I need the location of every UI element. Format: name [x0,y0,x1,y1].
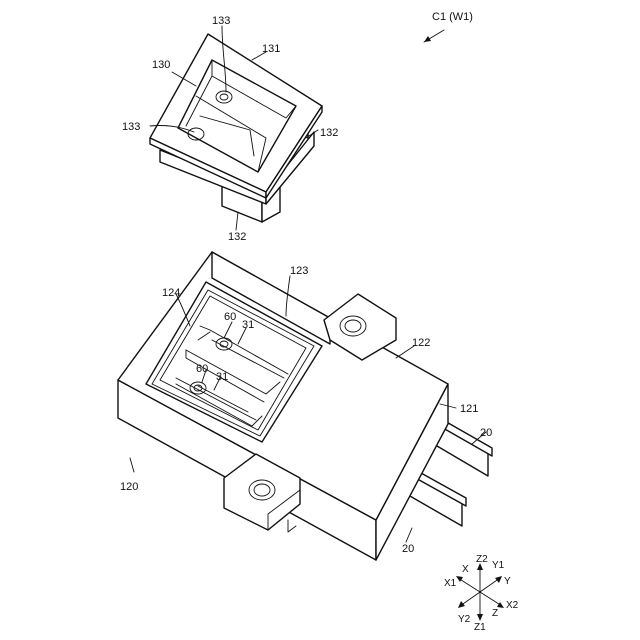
label-20-lower: 20 [402,543,414,555]
label-132-bottom: 132 [228,231,246,243]
label-20-upper: 20 [480,427,492,439]
axis-y-label: Y [504,576,511,587]
label-120: 120 [120,481,138,493]
axis-x2-label: X2 [506,600,519,611]
cover-130 [150,26,322,230]
label-view-c1: C1 (W1) [432,11,473,23]
axis-z1-label: Z1 [474,622,486,633]
axis-z2-label: Z2 [476,554,488,565]
axis-z-label: Z [492,608,498,619]
label-121: 121 [460,403,478,415]
label-60-lower: 60 [196,363,208,375]
axis-labels: Z2 X Y1 X1 Y X2 Z Y2 Z1 [444,554,519,633]
label-133-left: 133 [122,121,140,133]
label-60-upper: 60 [224,311,236,323]
axis-y2-label: Y2 [458,614,471,625]
view-arrow [424,30,444,42]
label-31-lower: 31 [216,371,228,383]
label-133-top: 133 [212,15,230,27]
label-131: 131 [262,43,280,55]
axis-x-label: X [462,564,469,575]
label-124: 124 [162,287,180,299]
label-130: 130 [152,59,170,71]
label-123: 123 [290,265,308,277]
label-132-right: 132 [320,127,338,139]
label-122: 122 [412,337,430,349]
label-31-upper: 31 [242,319,254,331]
axis-y1-label: Y1 [492,560,505,571]
axis-x1-label: X1 [444,578,457,589]
